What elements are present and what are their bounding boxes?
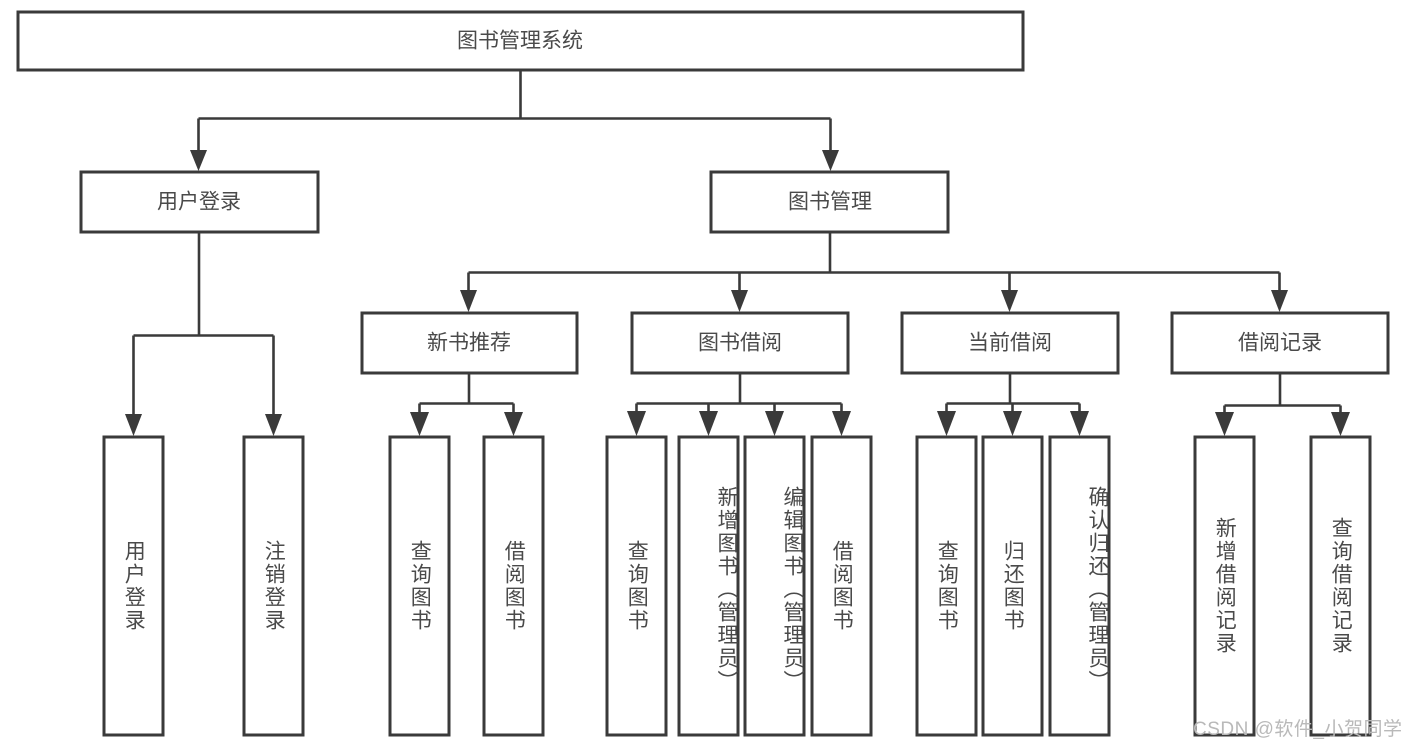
node-box-new-book-recommend[interactable]: [360, 311, 579, 375]
arrow-head-leaf-query-book-2: [627, 411, 646, 436]
node-label-new-book-recommend: 新书推荐: [427, 332, 511, 355]
arrow-head-leaf-user-login: [125, 414, 142, 436]
node-root[interactable]: 图书管理系统: [16, 10, 1025, 72]
arrow-head-leaf-confirm-return: [1070, 411, 1089, 436]
arrow-head-new-book-recommend: [460, 290, 477, 312]
arrow-head-current-borrow: [1001, 290, 1018, 312]
arrow-head-book-management: [822, 150, 839, 171]
node-box-book-management[interactable]: [709, 170, 950, 234]
node-box-borrow-record[interactable]: [1170, 311, 1390, 375]
node-label-borrow-record: 借阅记录: [1238, 332, 1322, 355]
node-box-user-login[interactable]: [79, 170, 320, 234]
connector-group-current-borrow-children: [937, 373, 1089, 436]
arrow-head-leaf-add-book: [699, 411, 718, 436]
node-box-leaf-edit-book[interactable]: [743, 435, 806, 737]
node-box-leaf-query-book-3[interactable]: [915, 435, 978, 737]
node-book-management[interactable]: 图书管理: [709, 170, 950, 234]
node-borrow-record[interactable]: 借阅记录: [1170, 311, 1390, 375]
node-box-leaf-user-login[interactable]: [102, 435, 165, 737]
connector-group-root-to-level2: [190, 70, 839, 171]
connector-group-user-login-children: [125, 232, 282, 436]
arrow-head-leaf-query-borrow-record: [1331, 412, 1350, 436]
leaf-box-group: [102, 435, 1372, 737]
arrow-head-leaf-query-book-1: [410, 412, 429, 436]
arrow-head-leaf-borrow-book-1: [504, 412, 523, 436]
arrow-head-leaf-query-book-3: [937, 411, 956, 436]
arrow-head-leaf-edit-book: [765, 411, 784, 436]
arrow-head-borrow-record: [1271, 290, 1288, 312]
arrow-head-leaf-add-borrow-record: [1215, 412, 1234, 436]
node-box-leaf-query-borrow-record[interactable]: [1309, 435, 1372, 737]
connector-group-new-book-recommend-children: [410, 373, 523, 436]
node-box-root[interactable]: [16, 10, 1025, 72]
node-label-current-borrow: 当前借阅: [968, 332, 1052, 355]
node-box-leaf-add-book[interactable]: [677, 435, 740, 737]
node-book-borrow[interactable]: 图书借阅: [630, 311, 850, 375]
node-new-book-recommend[interactable]: 新书推荐: [360, 311, 579, 375]
node-label-book-management: 图书管理: [788, 191, 872, 214]
node-box-leaf-query-book-1[interactable]: [388, 435, 451, 737]
node-box-leaf-borrow-book-1[interactable]: [482, 435, 545, 737]
node-label-user-login: 用户登录: [157, 191, 241, 214]
csdn-watermark: CSDN @软件_小贺同学: [1193, 719, 1403, 740]
connector-group-book-borrow-children: [627, 373, 851, 436]
node-user-login[interactable]: 用户登录: [79, 170, 320, 234]
node-box-leaf-confirm-return[interactable]: [1048, 435, 1111, 737]
node-current-borrow[interactable]: 当前借阅: [900, 311, 1120, 375]
node-box-leaf-borrow-book-2[interactable]: [810, 435, 873, 737]
arrow-head-book-borrow: [731, 290, 748, 312]
arrow-head-leaf-user-logout: [265, 414, 282, 436]
connector-group-book-management-children: [460, 232, 1288, 312]
connector-group-borrow-record-children: [1215, 373, 1350, 436]
node-box-book-borrow[interactable]: [630, 311, 850, 375]
arrow-head-user-login: [190, 150, 207, 171]
node-label-book-borrow: 图书借阅: [698, 332, 782, 355]
node-box-leaf-user-logout[interactable]: [242, 435, 305, 737]
node-box-leaf-add-borrow-record[interactable]: [1193, 435, 1256, 737]
arrow-head-leaf-return-book: [1003, 411, 1022, 436]
node-box-leaf-return-book[interactable]: [981, 435, 1044, 737]
node-box-current-borrow[interactable]: [900, 311, 1120, 375]
node-box-leaf-query-book-2[interactable]: [605, 435, 668, 737]
arrow-head-leaf-borrow-book-2: [832, 411, 851, 436]
node-label-root: 图书管理系统: [457, 30, 583, 53]
